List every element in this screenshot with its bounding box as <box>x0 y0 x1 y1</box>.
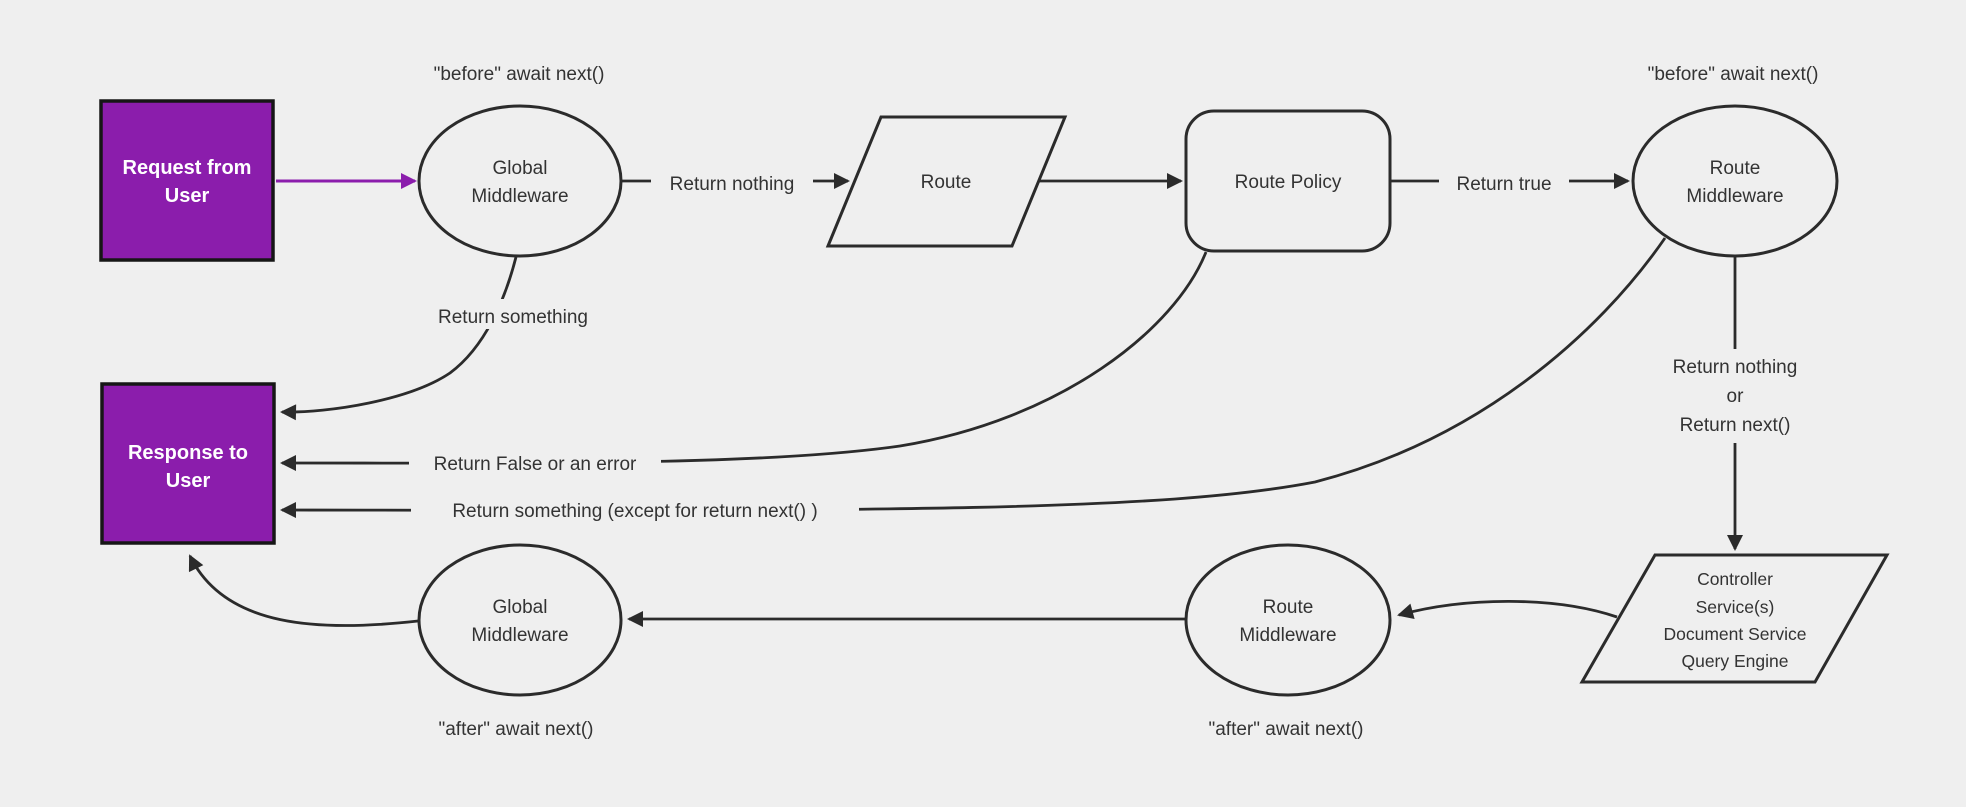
node-route-middleware-top: Route Middleware <box>1631 104 1839 258</box>
label-bg-return-false <box>409 446 661 479</box>
label-after-await-right: "after" await next() <box>1209 719 1364 740</box>
controller-line1: Controller <box>1697 569 1773 589</box>
node-controller-services: Controller Service(s) Document Service Q… <box>1579 553 1890 684</box>
label-return-nothing-or-line3: Return next() <box>1680 415 1791 436</box>
global-middleware-top-ellipse <box>417 104 623 258</box>
label-return-nothing-or-line2: or <box>1727 386 1745 407</box>
controller-line3: Document Service <box>1664 624 1807 644</box>
label-bg-return-something-except <box>411 493 859 526</box>
label-bg-return-something <box>420 299 606 329</box>
label-before-await-right: "before" await next() <box>1648 64 1819 85</box>
global-middleware-bottom-ellipse <box>417 543 623 697</box>
route-middleware-top-ellipse <box>1631 104 1839 258</box>
global-middleware-top-line2: Middleware <box>471 186 568 207</box>
route-middleware-top-line1: Route <box>1710 158 1761 179</box>
label-return-nothing: Return nothing <box>670 174 795 195</box>
label-after-await-left: "after" await next() <box>439 719 594 740</box>
route-middleware-top-line2: Middleware <box>1686 186 1783 207</box>
route-middleware-bottom-ellipse <box>1184 543 1392 697</box>
node-route: Route <box>825 115 1068 248</box>
controller-line2: Service(s) <box>1696 597 1775 617</box>
route-parallelogram <box>825 115 1068 248</box>
label-return-false-or-error: Return False or an error <box>434 454 637 475</box>
edge-global-middleware-bottom-to-response <box>188 554 419 627</box>
edges <box>188 173 1743 627</box>
label-return-something: Return something <box>438 307 588 328</box>
label-return-nothing-or-line1: Return nothing <box>1673 357 1798 378</box>
global-middleware-top-line1: Global <box>493 158 548 179</box>
route-label: Route <box>921 172 972 193</box>
label-return-true: Return true <box>1456 174 1551 195</box>
controller-line4: Query Engine <box>1681 651 1788 671</box>
request-from-user-box <box>99 99 275 262</box>
route-policy-label: Route Policy <box>1235 172 1342 193</box>
node-global-middleware-bottom: Global Middleware <box>417 543 623 697</box>
node-global-middleware-top: Global Middleware <box>417 104 623 258</box>
label-bg-return-nothing-or <box>1646 349 1824 443</box>
node-route-policy: Route Policy <box>1184 109 1392 253</box>
route-middleware-bottom-line2: Middleware <box>1239 625 1336 646</box>
label-bg-return-true <box>1439 166 1569 196</box>
edge-route-policy-return-false <box>280 251 1208 472</box>
request-from-user-line1: Request from <box>123 157 252 179</box>
node-route-middleware-bottom: Route Middleware <box>1184 543 1392 697</box>
edge-controller-to-route-middleware-bottom <box>1397 600 1618 620</box>
node-response-to-user: Response to User <box>100 382 276 545</box>
controller-parallelogram <box>1579 553 1890 684</box>
response-to-user-box <box>100 382 276 545</box>
label-return-something-except: Return something (except for return next… <box>452 501 817 522</box>
label-before-await-left: "before" await next() <box>434 64 605 85</box>
response-to-user-line1: Response to <box>128 442 248 464</box>
edge-labels: "before" await next() "before" await nex… <box>434 64 1819 740</box>
route-policy-box <box>1184 109 1392 253</box>
edge-global-middleware-return-something <box>280 256 518 421</box>
global-middleware-bottom-line1: Global <box>493 597 548 618</box>
label-bg-return-nothing <box>651 166 813 196</box>
edge-label-backgrounds <box>409 166 1824 526</box>
request-from-user-line2: User <box>165 185 210 207</box>
node-request-from-user: Request from User <box>99 99 275 262</box>
global-middleware-bottom-line2: Middleware <box>471 625 568 646</box>
response-to-user-line2: User <box>166 470 211 492</box>
route-middleware-bottom-line1: Route <box>1263 597 1314 618</box>
